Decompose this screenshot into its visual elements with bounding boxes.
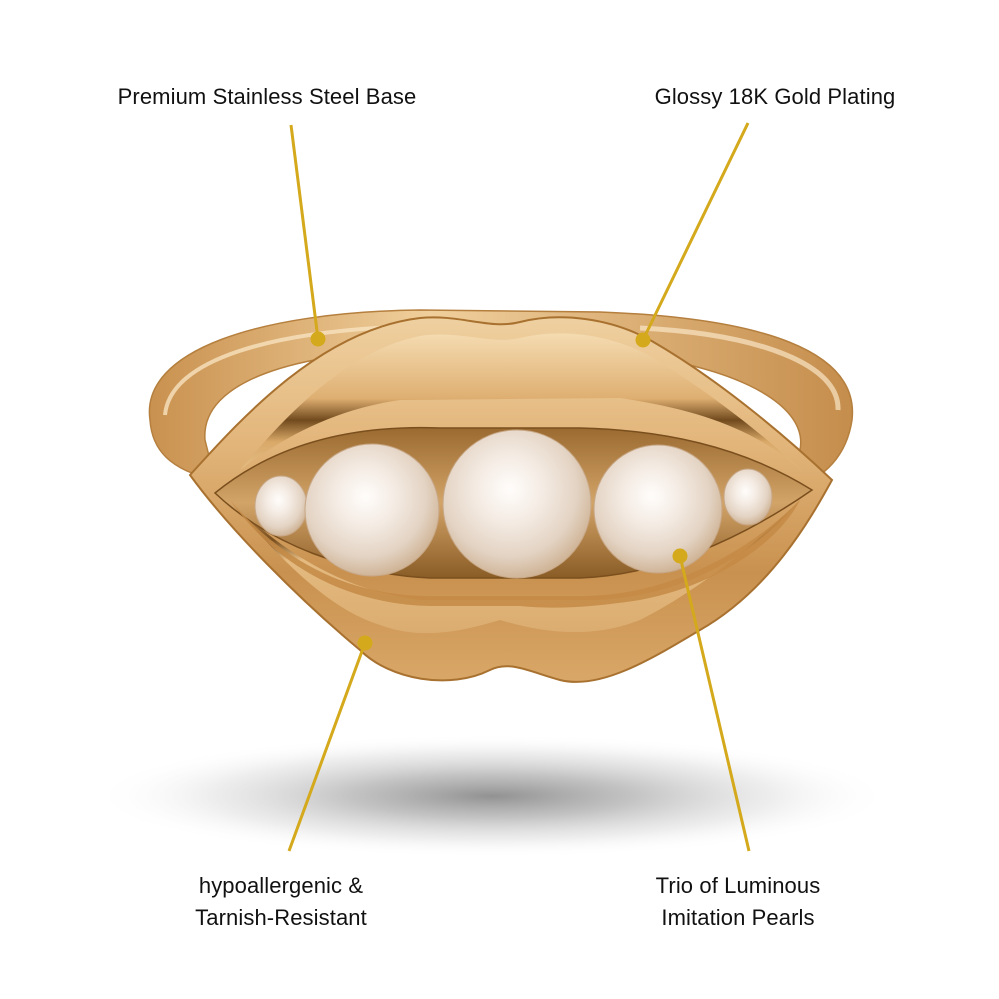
pearl-center xyxy=(442,429,592,579)
callout-connectors xyxy=(287,122,751,852)
callout-line-bottom-left xyxy=(287,642,367,852)
callout-dot-top-left xyxy=(310,331,326,347)
callout-label-pearls: Trio of Luminous Imitation Pearls xyxy=(628,870,848,934)
callout-label-gold-plating: Glossy 18K Gold Plating xyxy=(636,81,914,113)
pearl-left xyxy=(304,443,440,577)
callout-dot-top-right xyxy=(635,332,651,348)
callout-label-line: hypoallergenic & xyxy=(198,873,364,898)
pearl-far-right xyxy=(723,468,773,526)
callout-line-top-left xyxy=(289,124,320,340)
callout-label-stainless-steel: Premium Stainless Steel Base xyxy=(96,81,438,113)
callout-line-top-right xyxy=(641,122,750,341)
callout-label-line: Premium Stainless Steel Base xyxy=(117,84,417,109)
callout-label-line: Glossy 18K Gold Plating xyxy=(654,84,896,109)
pearl-far-left xyxy=(254,475,308,537)
callout-label-hypoallergenic: hypoallergenic & Tarnish-Resistant xyxy=(170,870,392,934)
ring-shadow xyxy=(92,734,892,858)
callout-label-line: Tarnish-Resistant xyxy=(195,905,367,930)
callout-line-bottom-right xyxy=(678,555,751,852)
callout-label-line: Trio of Luminous xyxy=(655,873,821,898)
callout-dot-bottom-left xyxy=(357,635,373,651)
callout-label-line: Imitation Pearls xyxy=(661,905,815,930)
callout-dot-bottom-right xyxy=(672,548,688,564)
pearl-right xyxy=(593,444,723,574)
